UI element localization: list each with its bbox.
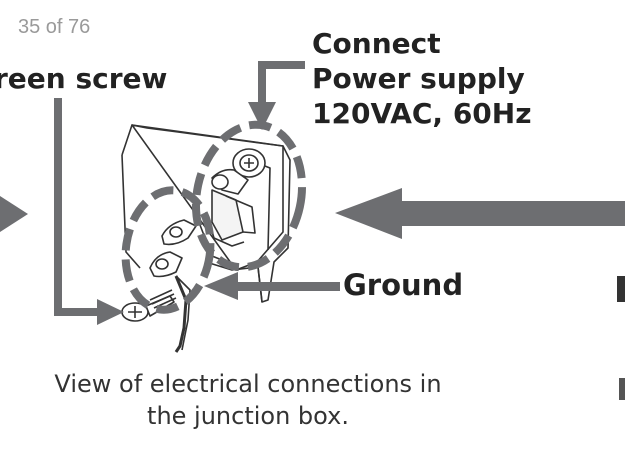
connect-leader (258, 61, 305, 105)
green-screw-label: reen screw (0, 62, 168, 95)
connect-line-1: Connect (312, 27, 441, 60)
junction-box (121, 124, 291, 353)
connect-leader-arrowhead (248, 102, 276, 130)
connect-line-3: 120VAC, 60Hz (312, 97, 532, 130)
green-screw-leader-arrowhead (97, 299, 124, 325)
page-counter: 35 of 76 (18, 16, 91, 38)
figure-caption: View of electrical connections in the ju… (0, 368, 496, 432)
right-edge-mark (617, 276, 625, 302)
big-arrow (335, 188, 625, 239)
left-arrow-head (0, 196, 28, 232)
caption-line-1: View of electrical connections in (54, 370, 442, 398)
connect-line-2: Power supply (312, 62, 525, 95)
caption-line-2: the junction box. (147, 402, 349, 430)
connect-power-label: Connect Power supply 120VAC, 60Hz (312, 26, 532, 131)
right-edge-mark-2 (619, 378, 625, 400)
ground-leader (232, 282, 340, 291)
ground-dashed-circle (121, 186, 215, 314)
ground-label: Ground (343, 268, 464, 302)
ground-leader-arrowhead (204, 272, 238, 300)
green-screw-leader (54, 98, 100, 316)
